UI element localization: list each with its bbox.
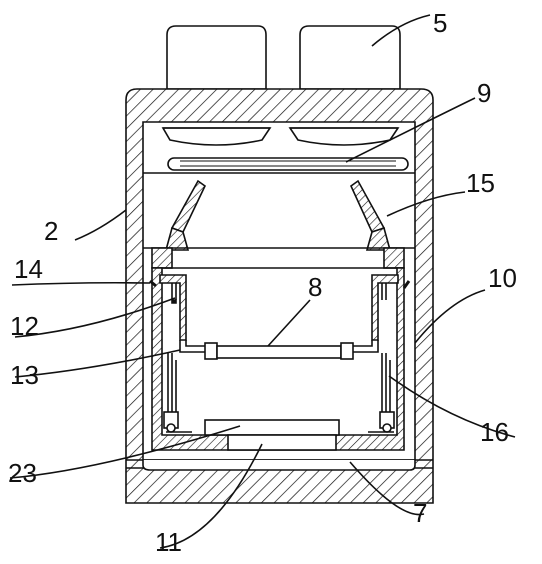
- fan-left: [161, 127, 272, 146]
- label-13: 13: [10, 360, 39, 390]
- strut-right: [381, 353, 391, 418]
- label-23: 23: [8, 458, 37, 488]
- label-15: 15: [466, 168, 495, 198]
- heating-tube: [167, 157, 409, 171]
- label-12: 12: [10, 311, 39, 341]
- leader-2: [74, 209, 127, 241]
- leader-12: [14, 297, 176, 338]
- deflector-left: [164, 179, 207, 251]
- leader-14: [11, 281, 151, 286]
- label-10: 10: [488, 263, 517, 293]
- leader-7: [349, 461, 425, 516]
- leader-16: [388, 375, 516, 438]
- leader-5: [371, 14, 431, 47]
- fan-right: [288, 127, 400, 146]
- label-14: 14: [14, 254, 43, 284]
- top-cap-right: [299, 25, 401, 90]
- hook-right: [402, 280, 411, 289]
- label-2: 2: [44, 216, 58, 246]
- base-plate: [204, 419, 340, 436]
- block-left: [151, 247, 173, 269]
- left-bracket: [159, 274, 187, 341]
- label-8: 8: [308, 272, 322, 302]
- wheel-right: [368, 411, 395, 433]
- leader-15: [386, 191, 466, 217]
- right-bracket: [371, 274, 399, 341]
- deflector-right: [349, 179, 392, 251]
- label-5: 5: [433, 8, 447, 38]
- strut-left: [167, 353, 177, 418]
- block-right: [383, 247, 405, 269]
- leader-9: [345, 97, 476, 163]
- label-16: 16: [480, 417, 509, 447]
- label-11: 11: [155, 527, 182, 557]
- label-9: 9: [477, 78, 491, 108]
- top-cap-left: [166, 25, 267, 90]
- hook-left: [149, 279, 157, 288]
- leader-10: [414, 289, 486, 344]
- leader-11: [159, 443, 263, 549]
- label-7: 7: [413, 498, 427, 528]
- rod-assembly: [179, 340, 379, 360]
- leader-23: [9, 425, 241, 479]
- leader-13: [14, 349, 181, 378]
- wheel-left: [163, 411, 192, 433]
- bottom-pad: [227, 434, 337, 451]
- outer-housing: [125, 88, 434, 504]
- leader-8: [267, 299, 311, 347]
